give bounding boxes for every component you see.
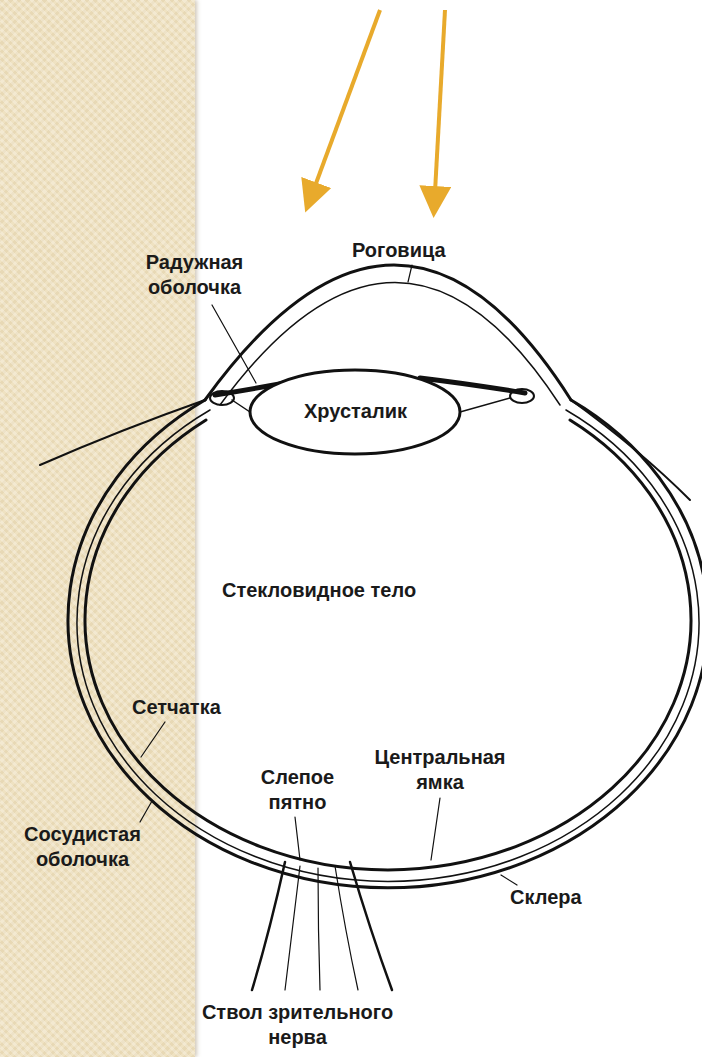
part-label: Роговица: [352, 238, 446, 263]
part-label: Сетчатка: [132, 695, 221, 720]
part-label: Радужная оболочка: [122, 250, 267, 300]
part-label: Хрусталик: [304, 399, 407, 424]
part-label: Центральная ямка: [360, 745, 520, 795]
part-label: Склера: [510, 885, 582, 910]
part-label: Ствол зрительного нерва: [180, 1000, 415, 1050]
part-label: Стекловидное тело: [222, 578, 416, 603]
part-label: Слепое пятно: [250, 765, 345, 815]
part-label: Сосудистая оболочка: [5, 822, 160, 872]
